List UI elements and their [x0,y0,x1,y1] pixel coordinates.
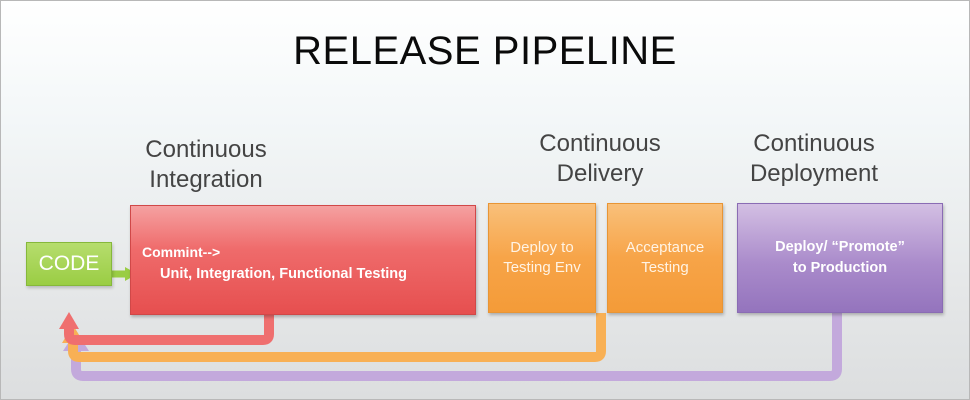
stage-label-line2: Deployment [749,160,879,187]
deploy-testing-env-box: Deploy to Testing Env [488,203,596,313]
code-box: CODE [26,242,112,286]
stage-label-line1: Continuous [753,130,875,157]
promote-production-box: Deploy/ “Promote” to Production [737,203,943,313]
diagram-title: RELEASE PIPELINE [293,29,677,73]
commit-label: Commint--> [142,244,221,260]
promote-line1: Deploy/ “Promote” [775,239,905,255]
stage-label-line1: Continuous [145,136,267,163]
testing-label: Unit, Integration, Functional Testing [160,266,408,282]
feedback-arrow-red [64,313,274,345]
stage-label-continuous-integration: Continuous Integration [126,135,286,195]
acceptance-testing-box: Acceptance Testing [607,203,723,313]
acceptance-line1: Acceptance [625,239,705,256]
arrowhead-red [59,312,79,329]
deploy-testing-line2: Testing Env [503,259,581,276]
promote-line2: to Production [792,260,888,276]
deploy-testing-line1: Deploy to [510,239,574,256]
stage-label-continuous-deployment: Continuous Deployment [734,129,894,189]
code-label: CODE [38,252,100,275]
acceptance-line2: Testing [641,259,689,276]
stage-label-line1: Continuous [539,130,661,157]
stage-label-continuous-delivery: Continuous Delivery [520,129,680,189]
commit-testing-box: Commint--> Unit, Integration, Functional… [130,205,476,315]
stage-label-line2: Integration [149,166,263,193]
feedback-arrow-orange [68,313,606,362]
feedback-arrow-purple [71,313,842,381]
stage-label-line2: Delivery [556,160,644,187]
